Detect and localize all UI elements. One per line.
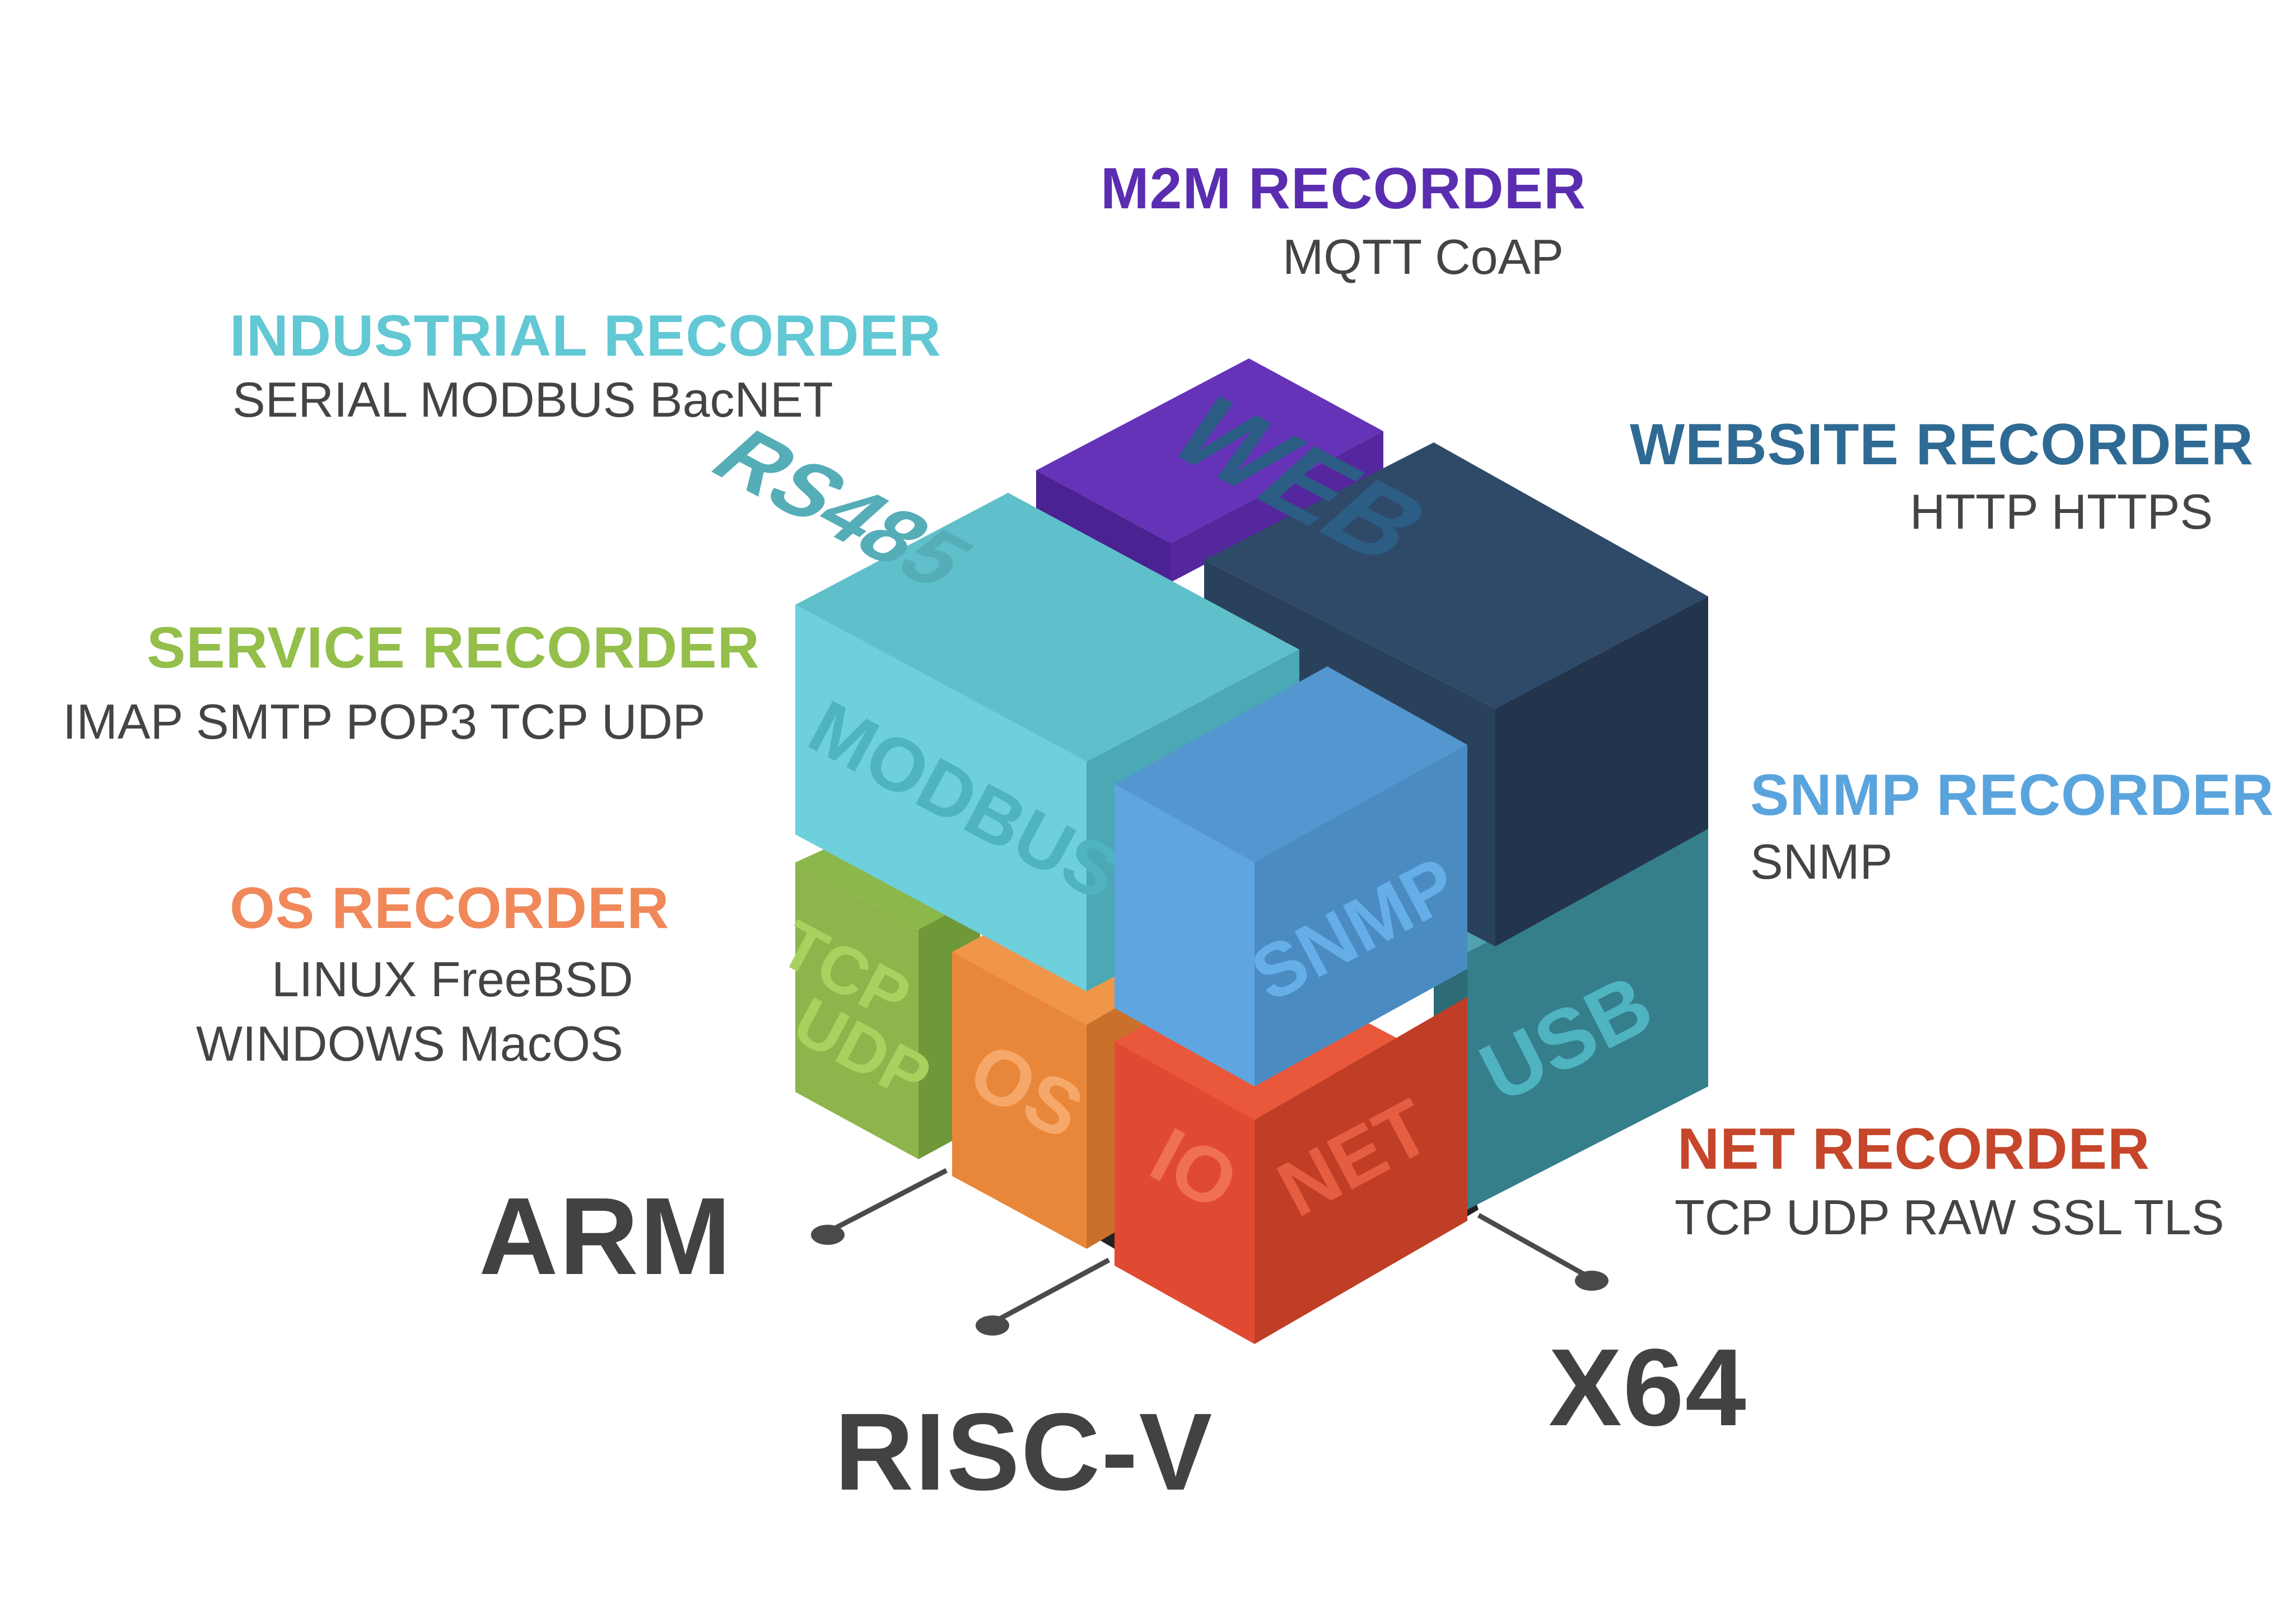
os-recorder-systems-line2: WINDOWS MacOS — [196, 1016, 623, 1071]
m2m-recorder-title: M2M RECORDER — [1101, 156, 1587, 221]
x64-arch-label: X64 — [1549, 1326, 1747, 1449]
riscv-connector — [976, 1258, 1111, 1336]
website-recorder-protocols: HTTP HTTPS — [1910, 484, 2213, 539]
riscv-arch-label: RISC-V — [834, 1390, 1214, 1513]
arm-arch-label: ARM — [479, 1175, 733, 1298]
os-recorder-systems-line1: LINUX FreeBSD — [272, 951, 633, 1007]
m2m-recorder-protocols: MQTT CoAP — [1283, 229, 1564, 284]
service-recorder-title: SERVICE RECORDER — [147, 615, 760, 680]
os-recorder-title: OS RECORDER — [230, 876, 670, 941]
rs485-block-label: RS485 — [692, 415, 993, 603]
x64-connector — [1477, 1213, 1608, 1291]
arm-connector — [811, 1168, 948, 1245]
net-recorder-protocols: TCP UDP RAW SSL TLS — [1675, 1189, 2225, 1245]
industrial-recorder-protocols: SERIAL MODBUS BacNET — [232, 372, 833, 427]
io-net-block: IO NET — [1115, 963, 1467, 1344]
snmp-block: SNMP — [1115, 666, 1471, 1086]
service-recorder-protocols: IMAP SMTP POP3 TCP UDP — [63, 694, 706, 749]
industrial-recorder-title: INDUSTRIAL RECORDER — [230, 304, 941, 368]
snmp-recorder-protocols: SNMP — [1750, 834, 1893, 889]
m2m-block — [1036, 358, 1383, 582]
website-recorder-title: WEBSITE RECORDER — [1630, 412, 2254, 477]
net-recorder-title: NET RECORDER — [1677, 1117, 2151, 1182]
snmp-recorder-title: SNMP RECORDER — [1750, 763, 2274, 828]
